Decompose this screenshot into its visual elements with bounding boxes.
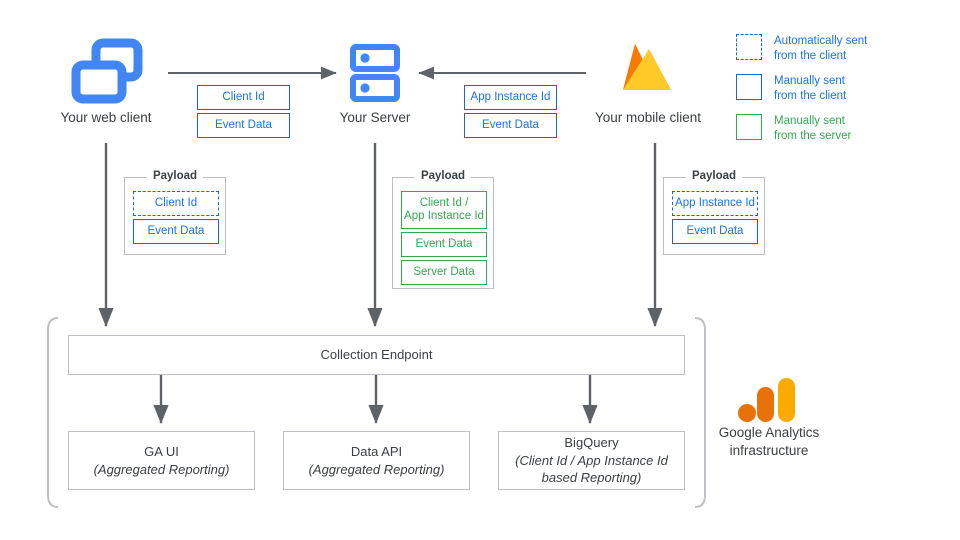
data-api-title: Data API (350, 443, 403, 459)
collection-endpoint-box[interactable]: Collection Endpoint (68, 335, 685, 375)
legend-item-manual-client: Manually sent from the client (736, 73, 956, 113)
legend-swatch-dashed-blue (736, 34, 762, 60)
server-label: Your Server (339, 110, 411, 125)
payload-mobile-title: Payload (685, 170, 743, 182)
legend-swatch-solid-blue (736, 74, 762, 100)
web-windows-icon (71, 38, 143, 104)
legend-label-manual-server-line2: from the server (774, 130, 852, 143)
payload-server-id-line2: App Instance Id (404, 210, 484, 222)
legend-label-manual-client-line2: from the client (774, 90, 847, 103)
payload-mobile: Payload App Instance Id Event Data (663, 170, 765, 255)
server-rack-icon (350, 44, 400, 102)
legend-label-manual-client: Manually sent from the client (774, 74, 846, 104)
mobile-client-label: Your mobile client (594, 110, 702, 125)
bigquery-subtitle-line2: based Reporting) (541, 470, 642, 486)
payload-web-event-data: Event Data (133, 219, 219, 244)
bigquery-box[interactable]: BigQuery (Client Id / App Instance Id ba… (498, 431, 685, 490)
chip-mobile-app-instance-id: App Instance Id (464, 85, 557, 110)
payload-server-event-data: Event Data (401, 232, 487, 257)
payload-server-id-line1: Client Id / (419, 196, 469, 209)
firebase-icon (623, 44, 671, 90)
web-client-label: Your web client (60, 110, 152, 125)
google-analytics-icon (738, 378, 795, 422)
payload-server: Payload Client Id / App Instance Id Even… (392, 170, 494, 289)
ga-infrastructure-label-line2: infrastructure (729, 443, 809, 459)
bracket-left (47, 317, 59, 508)
payload-web-title: Payload (146, 170, 204, 182)
ga-ui-box[interactable]: GA UI (Aggregated Reporting) (68, 431, 255, 490)
chip-web-client-id: Client Id (197, 85, 290, 110)
ga-ui-subtitle: (Aggregated Reporting) (93, 461, 230, 477)
legend-label-manual-server: Manually sent from the server (774, 114, 851, 144)
ga-infrastructure-label-line1: Google Analytics (718, 425, 820, 440)
legend-label-manual-client-line1: Manually sent (774, 75, 845, 87)
legend: Automatically sent from the client Manua… (736, 33, 956, 153)
payload-web: Payload Client Id Event Data (124, 170, 226, 255)
payload-server-id: Client Id / App Instance Id (401, 191, 487, 229)
legend-label-automatic: Automatically sent from the client (774, 34, 867, 64)
payload-mobile-event-data: Event Data (672, 219, 758, 244)
ga-ui-title: GA UI (144, 443, 179, 459)
data-api-subtitle: (Aggregated Reporting) (308, 461, 445, 477)
legend-label-manual-server-line1: Manually sent (774, 115, 845, 127)
legend-item-manual-server: Manually sent from the server (736, 113, 956, 153)
ga-infrastructure-label: Google Analytics infrastructure (690, 424, 848, 460)
bigquery-title: BigQuery (564, 435, 619, 451)
chip-web-event-data: Event Data (197, 113, 290, 138)
bracket-right (694, 317, 706, 508)
chip-mobile-event-data: Event Data (464, 113, 557, 138)
legend-swatch-solid-green (736, 114, 762, 140)
payload-web-client-id: Client Id (133, 191, 219, 216)
legend-label-automatic-line1: Automatically sent (774, 35, 868, 47)
legend-label-automatic-line2: from the client (774, 50, 847, 63)
data-api-box[interactable]: Data API (Aggregated Reporting) (283, 431, 470, 490)
payload-server-server-data: Server Data (401, 260, 487, 285)
bigquery-subtitle-line1: (Client Id / App Instance Id (515, 452, 668, 468)
payload-mobile-app-instance-id: App Instance Id (672, 191, 758, 216)
legend-item-automatic: Automatically sent from the client (736, 33, 956, 73)
payload-server-title: Payload (414, 170, 472, 182)
